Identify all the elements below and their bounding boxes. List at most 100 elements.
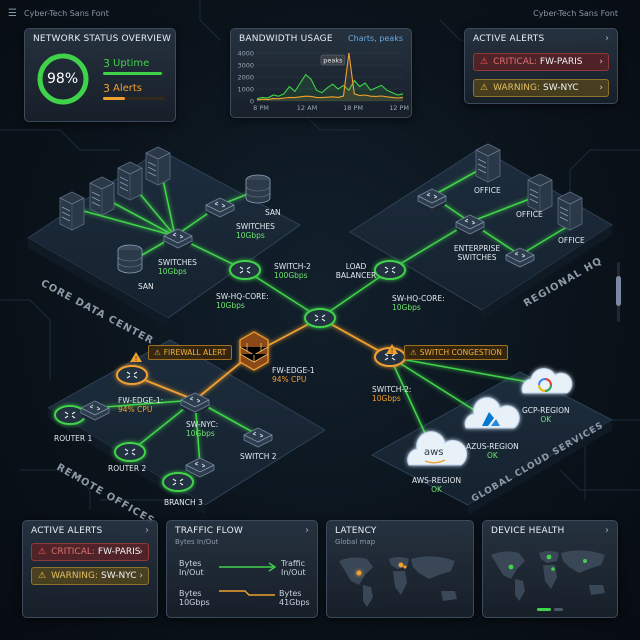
active-alerts-panel-bottom: ACTIVE ALERTS › ⚠ CRITICAL: FW-PARIS › ⚠… [22,520,158,618]
warning-triangle-icon: ! [386,344,398,355]
peak-callout-label: peaks [323,57,343,65]
switch2b-label: SWITCH-2:10Gbps [372,385,411,403]
x-tick-label: 18 PM [343,104,363,112]
chevron-right-icon: › [599,57,603,67]
aws-text: AWS-REGION [412,476,462,485]
swhq-right-speed: 10Gbps [392,303,421,312]
swhq-left-text: SW-HQ-CORE: [216,292,269,301]
uptime-label: Uptime [113,58,150,69]
sw-hq-core-left-label: SW-HQ-CORE:10Gbps [216,292,269,310]
storage-cylinder-icon [117,244,143,274]
remote-offices-platform [47,339,326,506]
chevron-right-icon[interactable]: › [145,525,149,536]
device-health-title: DEVICE HEALTH [491,526,565,536]
storage-cylinder-icon [245,174,271,204]
traffic-subtitle: Bytes In/Out [175,538,219,546]
switches-speed: 10Gbps [236,231,265,240]
warning-triangle-icon: ⚠ [480,83,489,93]
alerts-bar [103,97,165,100]
load-balancer-label: LOAD BALANCER [335,262,377,280]
switch2b-speed: 10Gbps [372,394,401,403]
traffic-title: TRAFFIC FLOW [175,526,243,536]
chevron-right-icon[interactable]: › [305,525,309,536]
pager-dot[interactable] [554,608,563,611]
swhq-right-text: SW-HQ-CORE: [392,294,445,303]
critical-alert-row[interactable]: ⚠ CRITICAL: FW-PARIS › [473,53,609,71]
scrollbar-thumb[interactable] [616,276,621,306]
warning-value: SW-NYC [101,571,137,581]
gcp-status: OK [540,415,552,424]
firewall-icon [239,331,269,371]
svg-text:!: ! [135,355,138,363]
y-tick-label: 0 [250,98,254,106]
svg-text:!: ! [391,347,394,355]
server-icon [89,176,115,216]
network-status-title: NETWORK STATUS OVERVIEW [33,34,172,44]
hamburger-menu-icon[interactable]: ☰ [8,8,17,19]
firewall-alert-tag[interactable]: ⚠FIREWALL ALERT [148,345,233,360]
server-icon [475,143,501,183]
warning-value: SW-NYC [543,83,579,93]
warning-triangle-icon: ⚠ [154,348,161,357]
router-icon [115,443,145,461]
uptime-percent: 98% [47,71,79,87]
bandwidth-legend[interactable]: Charts, peaks [348,34,403,43]
alerts-bottom-title: ACTIVE ALERTS [31,526,103,536]
traffic-right2: Bytes 41Gbps [279,589,310,607]
warning-triangle-icon: ⚠ [480,57,489,67]
pager-dots[interactable] [537,608,563,611]
peak-callout [320,54,346,66]
enterprise-switches-label: ENTERPRISE SWITCHES [453,244,501,262]
azure-text: AZUS-REGION [466,442,519,451]
x-tick-label: 8 PM [253,104,269,112]
chevron-right-icon: › [139,547,143,557]
switch2b-text: SWITCH-2: [372,385,412,394]
san-label: SAN [138,282,154,291]
warning-triangle-icon: ⚠ [38,547,47,557]
series-line-charts [256,73,404,100]
server-icon [117,161,143,201]
server-icon [557,191,583,231]
latency-title: LATENCY [335,526,377,536]
alerts-top-title: ACTIVE ALERTS [473,34,545,44]
gcp-cloud-icon [521,368,573,394]
critical-alert-row[interactable]: ⚠ CRITICAL: FW-PARIS › [31,543,149,561]
x-tick-label: 12 PM [389,104,409,112]
chevron-right-icon[interactable]: › [605,525,609,536]
azure-status: OK [486,451,498,460]
vertical-scrollbar[interactable] [616,262,621,322]
alert-router-icon [117,366,147,384]
swhq-left-speed: 10Gbps [216,301,245,310]
switches-speed: 10Gbps [158,267,187,276]
router-icon [375,261,405,279]
server-icon [527,173,553,213]
switch-congestion-tag[interactable]: ⚠SWITCH CONGESTION [404,345,508,360]
y-tick-label: 3000 [237,62,254,70]
device-health-panel: DEVICE HEALTH › [482,520,618,618]
warning-triangle-icon: ! [130,352,142,363]
router-icon [230,261,260,279]
uptime-gauge [37,53,89,105]
warning-alert-row[interactable]: ⚠ WARNING: SW-NYC › [31,567,149,585]
warning-triangle-icon: ⚠ [38,571,47,581]
warning-alert-row[interactable]: ⚠ WARNING: SW-NYC › [473,79,609,97]
pager-dot-active[interactable] [537,608,551,611]
y-tick-label: 4000 [237,50,254,58]
warning-triangle-icon: ⚠ [410,348,417,357]
office-label: OFFICE [474,186,501,195]
traffic-left1: Bytes In/Out [179,559,204,577]
traffic-flow-panel: TRAFFIC FLOW › Bytes In/Out Bytes In/Out… [166,520,318,618]
chevron-right-icon[interactable]: › [605,33,609,44]
core-router-icon [305,309,335,327]
office-label: OFFICE [516,210,543,219]
aws-logo-text: aws [424,447,444,458]
router-icon [55,406,85,424]
san-label: SAN [265,208,281,217]
latency-world-map [339,556,457,607]
top-right-title: Cyber-Tech Sans Font [533,9,618,18]
fw-edge1-text: FW-EDGE-1 [272,366,315,375]
